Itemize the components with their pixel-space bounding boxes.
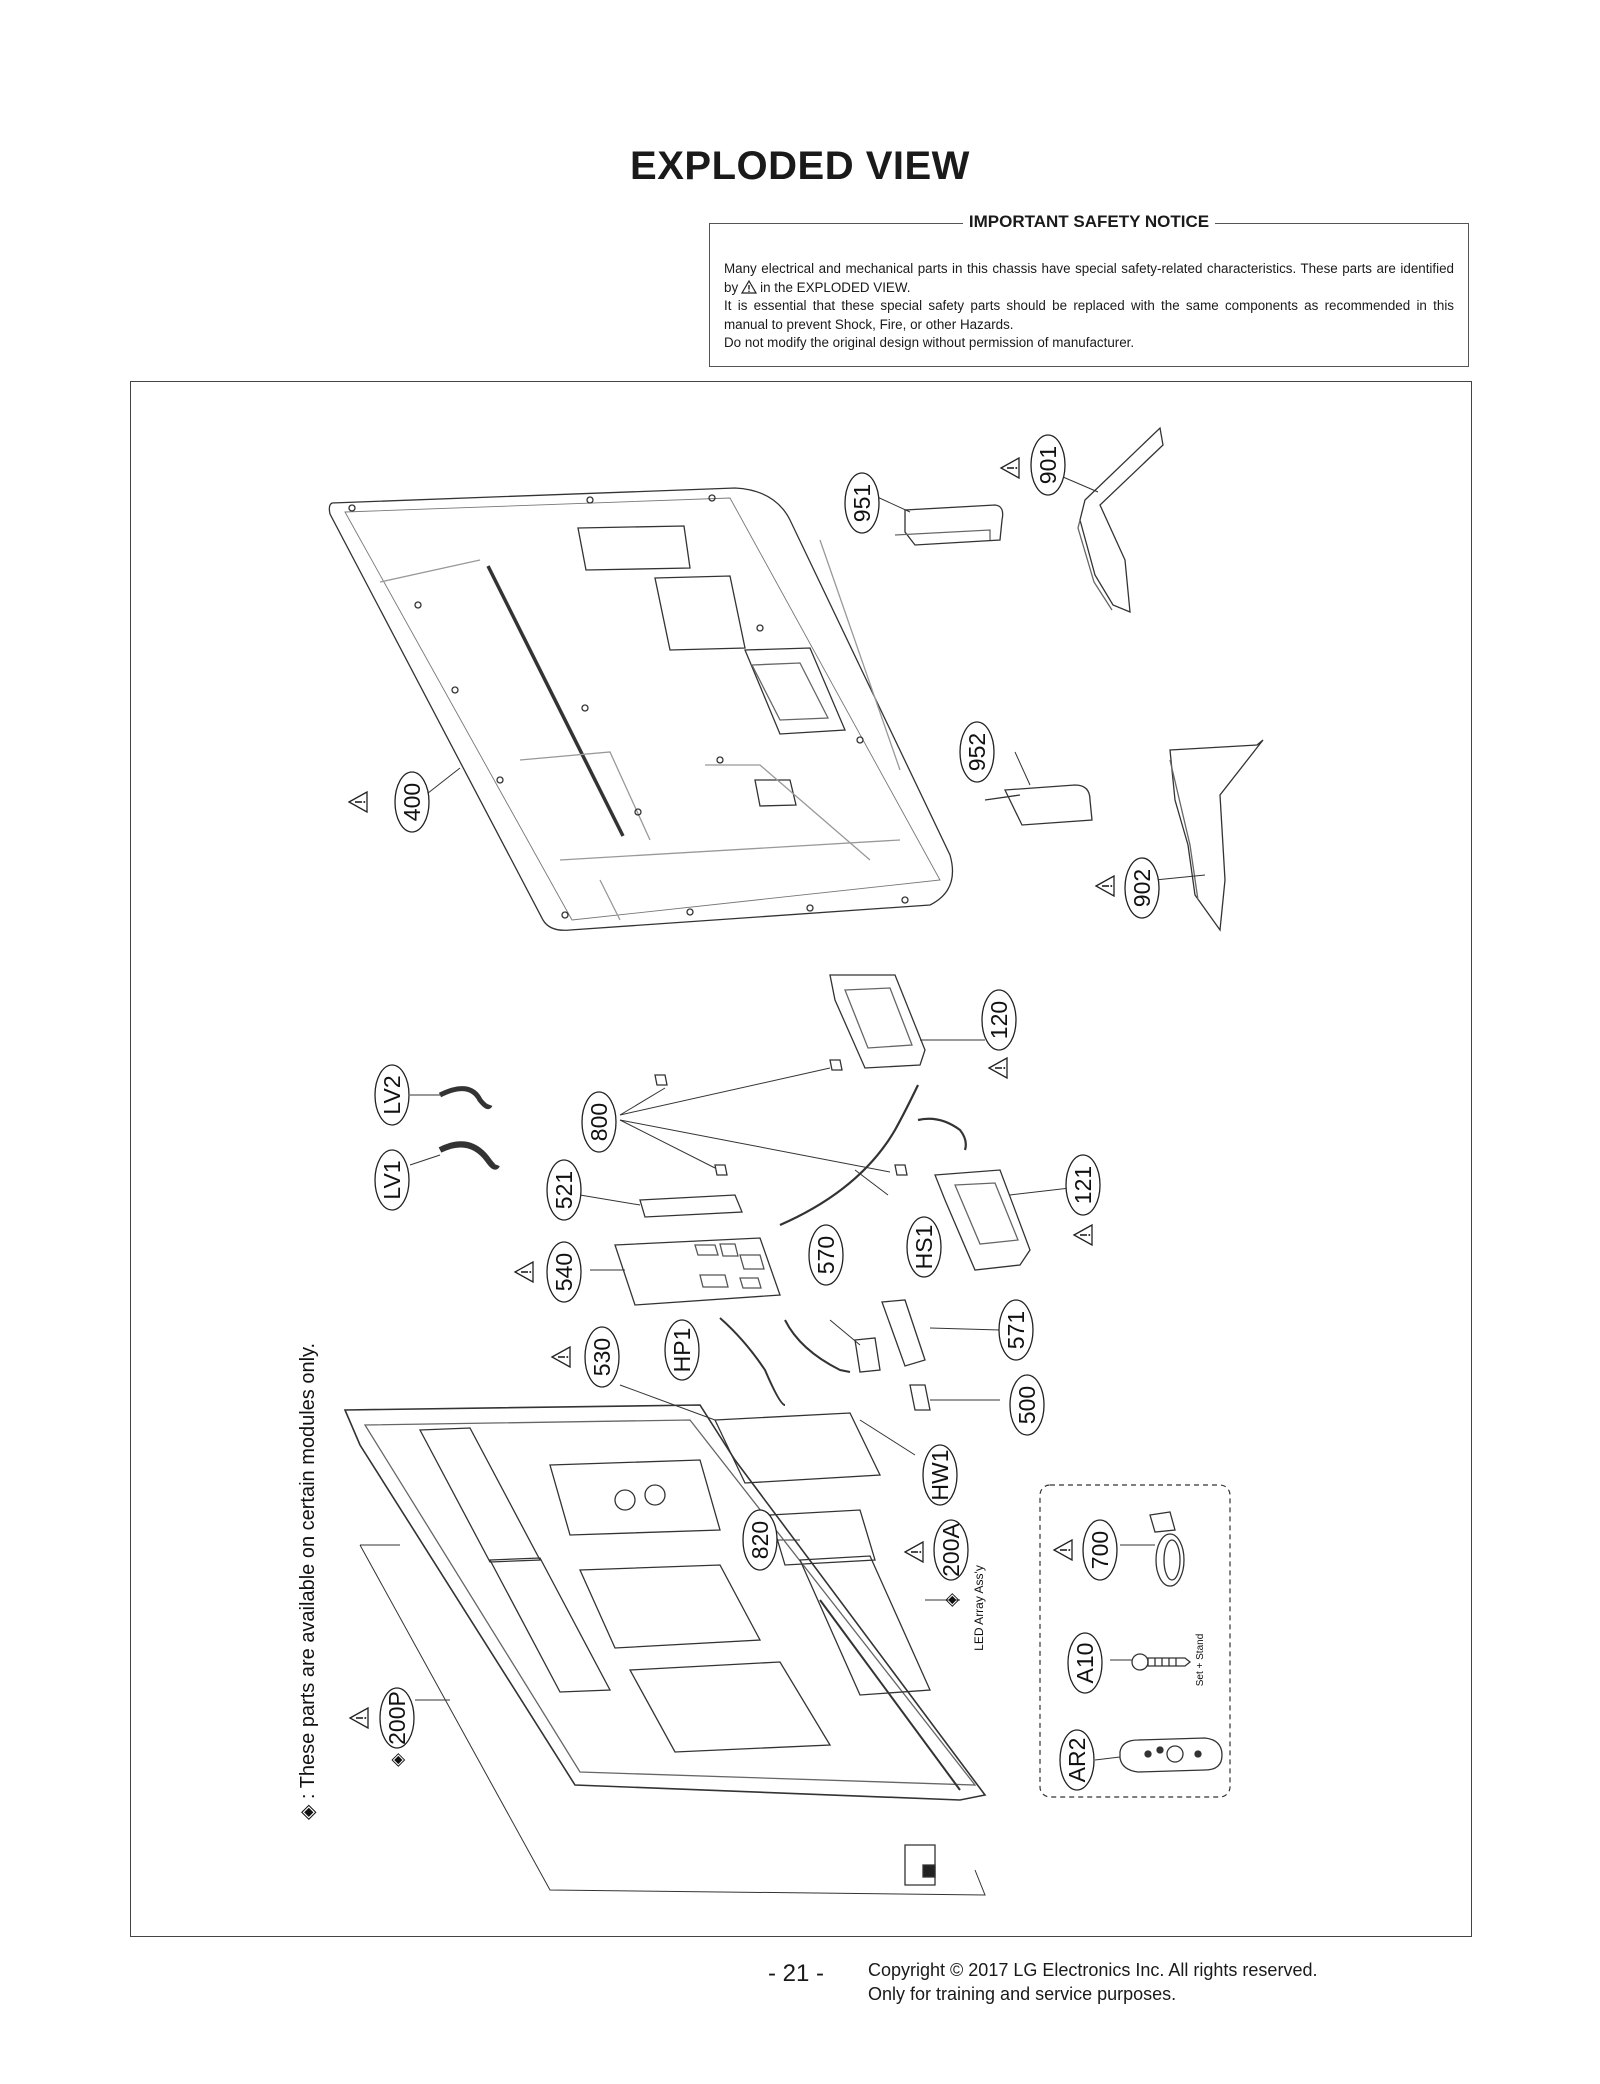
part-label-951: 951: [849, 484, 875, 522]
notice-line-1: Many electrical and mechanical parts in …: [724, 261, 1454, 295]
warning-icon: [988, 1057, 1008, 1079]
part-label-800: 800: [586, 1103, 612, 1141]
clips-800-drawing: [619, 1059, 908, 1176]
set-stand-caption: Set + Stand: [1195, 1634, 1206, 1687]
led-array-caption: LED Array Ass'y: [972, 1565, 986, 1651]
bracket-952-drawing: [984, 751, 1093, 826]
part-label-500: 500: [1014, 1386, 1040, 1424]
warning-icon: [348, 791, 368, 813]
boards-570-571-500-drawing: [829, 1299, 1001, 1411]
diamond-icon: ◈: [387, 1753, 408, 1767]
part-label-902: 902: [1129, 869, 1155, 907]
footer-copyright: Copyright © 2017 LG Electronics Inc. All…: [868, 1958, 1317, 2006]
diamond-icon: ◈: [941, 1593, 962, 1607]
cables-hp1-hw1-drawing: [719, 1317, 916, 1456]
main-board-540-drawing: [590, 1237, 781, 1306]
part-label-571: 571: [1003, 1311, 1029, 1349]
power-board-530-drawing: [619, 1384, 882, 1484]
accessories-box: [1039, 1484, 1231, 1798]
diagram-frame: [130, 381, 1472, 1937]
part-label-540: 540: [551, 1253, 577, 1291]
part-label-lv2: LV2: [379, 1075, 405, 1114]
safety-notice-heading: IMPORTANT SAFETY NOTICE: [962, 212, 1216, 231]
part-label-530: 530: [589, 1338, 615, 1376]
safety-notice-body: Many electrical and mechanical parts in …: [724, 260, 1454, 353]
part-label-hp1: HP1: [669, 1328, 695, 1373]
part-label-820: 820: [747, 1521, 773, 1559]
warning-icon: [904, 1541, 924, 1563]
screw-a10-drawing: [1110, 1653, 1192, 1671]
part-label-lv1: LV1: [379, 1160, 405, 1199]
part-label-570: 570: [813, 1236, 839, 1274]
part-label-hw1: HW1: [927, 1449, 953, 1500]
page-number: - 21 -: [768, 1960, 825, 1987]
warning-icon: [741, 279, 758, 294]
panel-module-drawing: [343, 1404, 987, 1801]
cable-hs1-drawing: [779, 1084, 967, 1227]
insulator-820-drawing: [769, 1509, 876, 1566]
warning-icon: [514, 1261, 534, 1283]
training-line: Only for training and service purposes.: [868, 1984, 1177, 2004]
notice-line-3: Do not modify the original design withou…: [724, 335, 1135, 350]
remote-ar2-drawing: [1094, 1737, 1223, 1773]
warning-icon: [1095, 875, 1115, 897]
page-title: EXPLODED VIEW: [630, 144, 970, 188]
part-label-hs1: HS1: [911, 1225, 937, 1270]
part-label-700: 700: [1087, 1531, 1113, 1569]
part-label-200p: 200P: [384, 1691, 410, 1745]
part-label-a10: A10: [1072, 1643, 1098, 1684]
bracket-951-drawing: [861, 489, 1004, 546]
part-label-521: 521: [551, 1171, 577, 1209]
part-label-952: 952: [964, 733, 990, 771]
warning-icon: [349, 1707, 369, 1729]
panel-200p-drawing: [359, 1544, 986, 1896]
speaker-121-drawing: [934, 1169, 1071, 1271]
warning-icon: [1000, 457, 1020, 479]
bracket-521-drawing: [579, 1194, 743, 1218]
power-cord-700-drawing: [1120, 1511, 1185, 1587]
part-label-120: 120: [986, 1001, 1012, 1039]
warning-icon: [1073, 1224, 1093, 1246]
speaker-120-drawing: [829, 974, 985, 1069]
cables-lv-drawing: [409, 1086, 500, 1170]
copyright-line: Copyright © 2017 LG Electronics Inc. All…: [868, 1960, 1318, 1980]
safety-notice: IMPORTANT SAFETY NOTICE Many electrical …: [709, 212, 1469, 367]
back-cover-drawing: [328, 487, 954, 931]
part-label-ar2: AR2: [1064, 1738, 1090, 1783]
part-label-400: 400: [399, 783, 425, 821]
part-label-901: 901: [1035, 446, 1061, 484]
part-label-121: 121: [1070, 1166, 1096, 1204]
notice-line-2: It is essential that these special safet…: [724, 298, 1454, 332]
side-note: ◈ : These parts are available on certain…: [297, 1343, 319, 1820]
part-label-200a: 200A: [938, 1522, 964, 1576]
notice-line-1-end: in the EXPLODED VIEW.: [760, 279, 911, 295]
warning-icon: [551, 1346, 571, 1368]
stand-902-drawing: [1154, 739, 1264, 932]
warning-icon: [1053, 1539, 1073, 1561]
